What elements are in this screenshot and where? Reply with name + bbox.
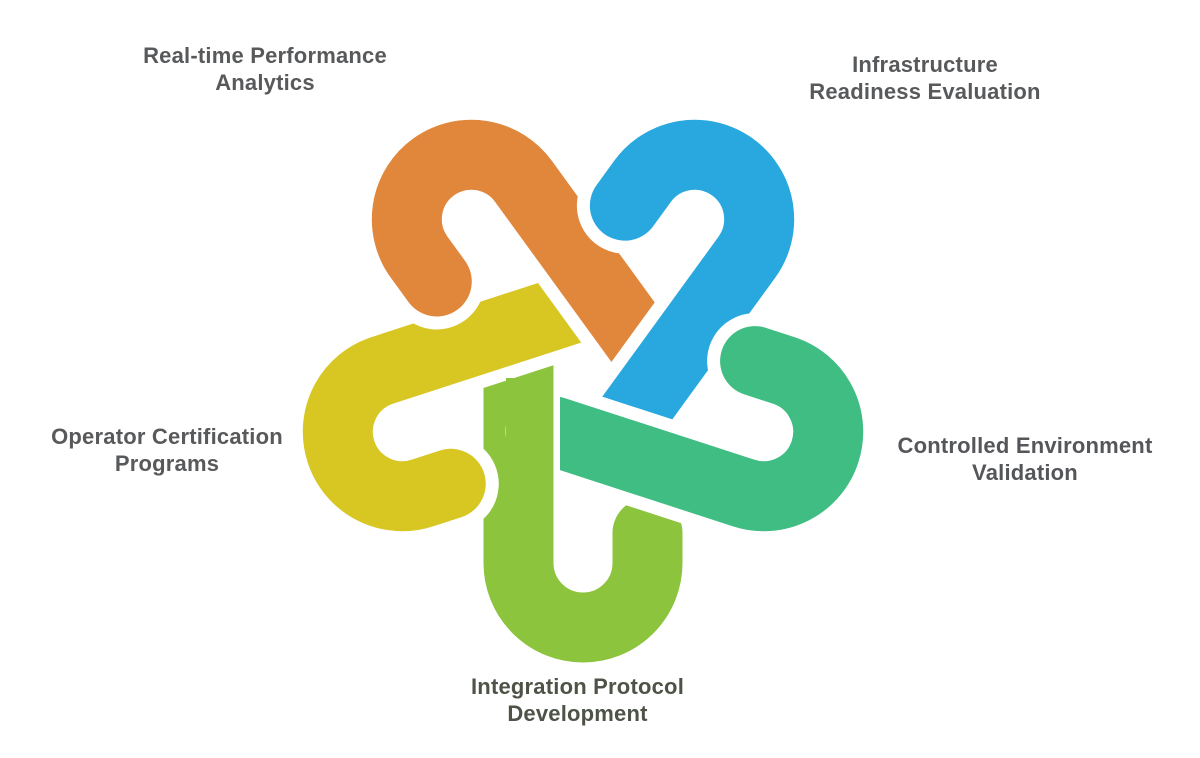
knot-loop-yellow-band (302, 273, 608, 532)
knot-loop-teal (505, 313, 877, 545)
label-top-right: Infrastructure Readiness Evaluation (790, 51, 1060, 105)
knot-loop-orange (358, 106, 690, 392)
knot-loop-blue-band (589, 119, 795, 455)
label-left: Operator Certification Programs (40, 423, 294, 477)
label-bottom-line1: Integration Protocol (471, 674, 684, 699)
label-left-line1: Operator Certification (51, 424, 283, 449)
knot-loop-green-band (483, 328, 683, 663)
knot-loop-teal-band (518, 326, 864, 532)
label-top-left-line1: Real-time Performance (143, 43, 387, 68)
label-top-right-line2: Readiness Evaluation (809, 79, 1041, 104)
label-bottom-line2: Development (507, 701, 648, 726)
knot-loop-blue (576, 106, 808, 468)
label-right-line2: Validation (972, 460, 1078, 485)
label-right-line1: Controlled Environment (897, 433, 1153, 458)
knot-loop-green (470, 315, 696, 676)
label-top-left-line2: Analytics (215, 70, 315, 95)
label-top-right-line1: Infrastructure (852, 52, 998, 77)
knot-loop-orange-band (371, 119, 677, 379)
label-left-line2: Programs (114, 451, 220, 476)
label-top-left: Real-time Performance Analytics (120, 42, 410, 96)
label-right: Controlled Environment Validation (893, 432, 1157, 486)
label-bottom: Integration Protocol Development (455, 673, 700, 727)
knot-loop-yellow (289, 260, 621, 545)
